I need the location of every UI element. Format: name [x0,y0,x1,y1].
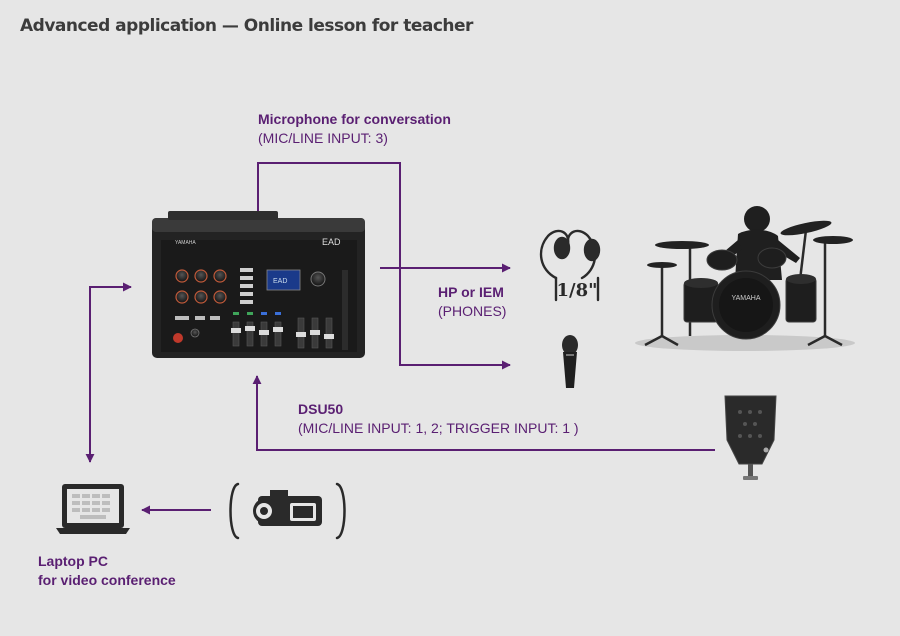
laptop-label-line1: Laptop PC [38,553,108,569]
drum-brand: YAMAHA [731,295,760,302]
hp-iem-label-title: HP or IEM [438,284,504,300]
microphone-label: Microphone for conversation (MIC/LINE IN… [258,110,451,148]
hp-iem-label-output: (PHONES) [438,303,507,319]
ead-module-icon: YAMAHA EAD EAD [152,211,365,358]
laptop-icon [56,484,130,534]
earphone-size-text: 1/8" [556,280,597,301]
module-brand: YAMAHA [175,240,196,246]
dsu50-line [252,375,715,451]
dsu50-label-inputs: (MIC/LINE INPUT: 1, 2; TRIGGER INPUT: 1 … [298,420,579,436]
dsu50-label-title: DSU50 [298,401,344,417]
mic-conversation-line [257,162,511,370]
earphone-icon [539,229,601,302]
hp-iem-label: HP or IEM (PHONES) [438,283,506,321]
laptop-label-line2: for video conference [38,572,176,588]
svg-text:EAD: EAD [273,278,287,285]
video-camera-icon [253,490,322,526]
page-title: Advanced application — Online lesson for… [20,16,473,36]
microphone-label-input: (MIC/LINE INPUT: 3) [258,130,388,146]
microphone-icon [562,335,578,388]
laptop-module-line [85,282,132,463]
module-logo: EAD [322,237,341,247]
laptop-label: Laptop PC for video conference [38,552,176,590]
microphone-label-title: Microphone for conversation [258,111,451,127]
dsu50-sensor-icon [724,395,777,480]
drum-kit-icon: YAMAHA [635,206,855,351]
dsu50-label: DSU50 (MIC/LINE INPUT: 1, 2; TRIGGER INP… [298,400,579,438]
camera-bracket [229,482,346,540]
